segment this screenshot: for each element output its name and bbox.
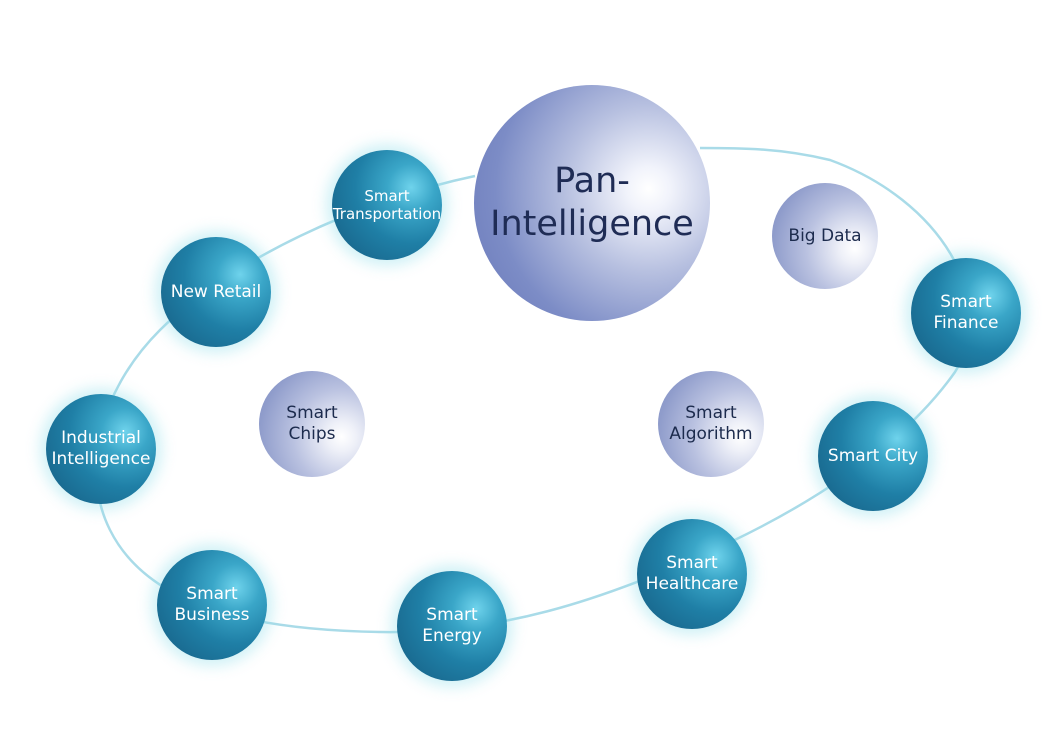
center-label-line2: Intelligence: [490, 204, 694, 244]
label-smart-healthcare-line1: Smart: [666, 553, 718, 574]
node-new-retail: New Retail: [161, 237, 271, 347]
label-smart-transportation-line2: Transportation: [332, 205, 442, 223]
center-label-line1: Pan-: [554, 161, 630, 202]
label-big-data: Big Data: [788, 225, 862, 246]
center-node-pan-intelligence: Pan- Intelligence: [474, 85, 710, 321]
node-smart-transportation: Smart Transportation: [332, 150, 442, 260]
label-smart-healthcare-line2: Healthcare: [645, 574, 739, 594]
label-smart-chips-line2: Chips: [288, 424, 336, 444]
label-smart-transportation-line1: Smart: [364, 186, 410, 205]
node-smart-business: Smart Business: [157, 550, 267, 660]
label-new-retail: New Retail: [170, 281, 262, 302]
label-smart-algorithm-line2: Algorithm: [669, 424, 753, 444]
node-smart-finance: Smart Finance: [911, 258, 1021, 368]
label-smart-energy-line2: Energy: [422, 626, 482, 646]
node-smart-algorithm: Smart Algorithm: [658, 371, 764, 477]
node-smart-energy: Smart Energy: [397, 571, 507, 681]
node-smart-chips: Smart Chips: [259, 371, 365, 477]
label-smart-business-line1: Smart: [186, 584, 238, 605]
label-smart-business-line2: Business: [174, 605, 250, 625]
label-smart-energy-line1: Smart: [426, 605, 478, 626]
label-smart-finance-line1: Smart: [940, 292, 992, 313]
label-smart-algorithm-line1: Smart: [685, 403, 737, 424]
label-smart-city: Smart City: [827, 445, 919, 466]
label-industrial-intelligence-line1: Industrial: [61, 428, 141, 449]
label-industrial-intelligence-line2: Intelligence: [51, 449, 151, 469]
node-smart-healthcare: Smart Healthcare: [637, 519, 747, 629]
node-big-data: Big Data: [772, 183, 878, 289]
label-smart-finance-line2: Finance: [933, 313, 999, 333]
label-smart-chips-line1: Smart: [286, 403, 338, 424]
node-smart-city: Smart City: [818, 401, 928, 511]
node-industrial-intelligence: Industrial Intelligence: [46, 394, 156, 504]
